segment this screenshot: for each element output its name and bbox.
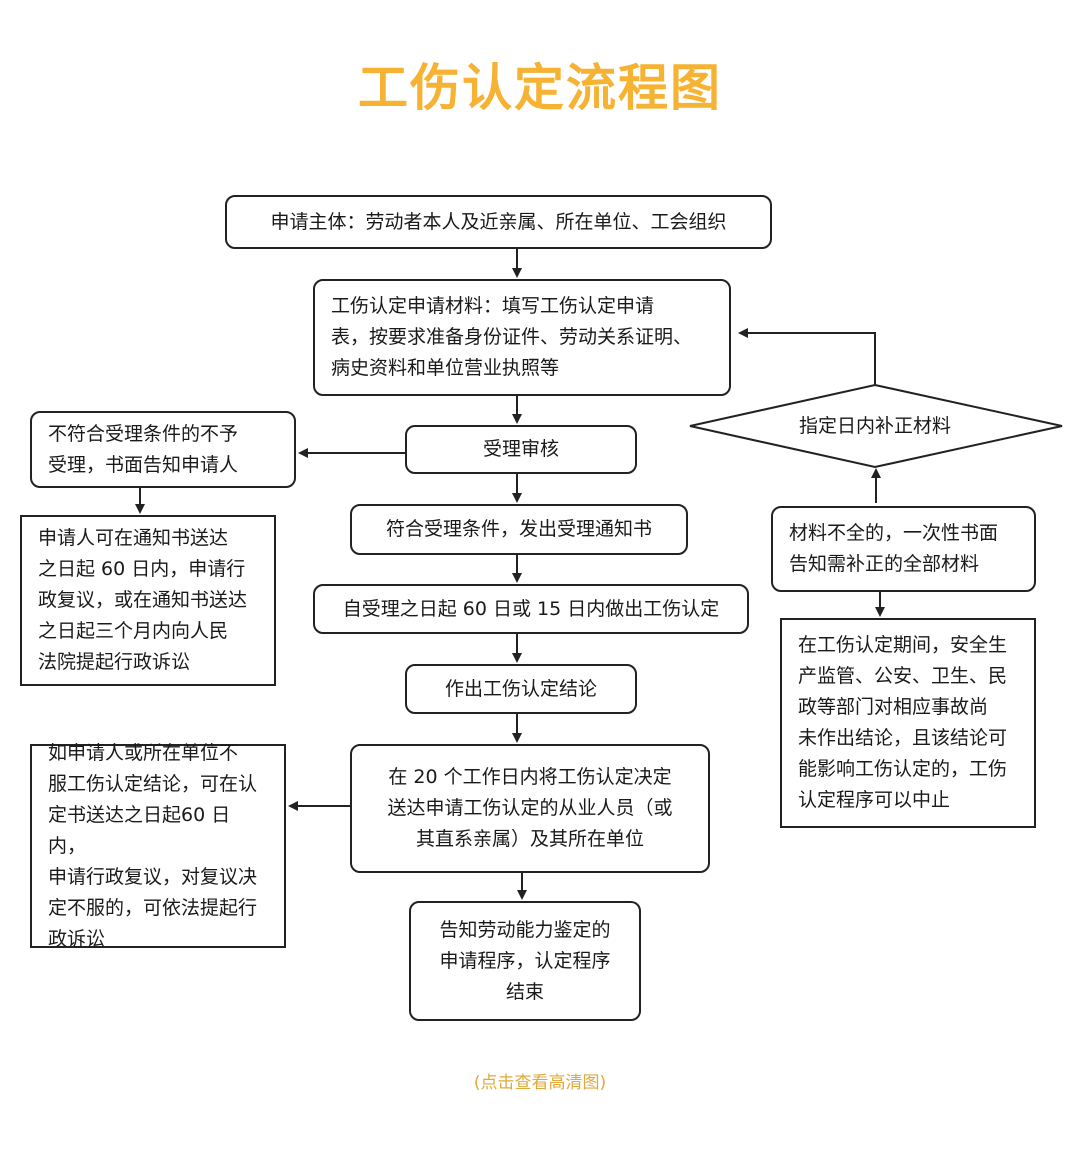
decision-time-text: 自受理之日起 60 日或 15 日内做出工伤认定 [342, 597, 720, 620]
materials-box: 工伤认定申请材料：填写工伤认定申请 表，按要求准备身份证件、劳动关系证明、 病史… [313, 279, 731, 396]
notify-ability-box: 告知劳动能力鉴定的 申请程序，认定程序 结束 [409, 901, 641, 1021]
appeal-conclusion-text: 如申请人或所在单位不 服工伤认定结论，可在认 定书送达之日起60 日内， 申请行… [48, 741, 258, 950]
notify-ability-text: 告知劳动能力鉴定的 申请程序，认定程序 结束 [439, 918, 611, 1003]
supplement-deadline-label: 指定日内补正材料 [798, 415, 951, 437]
reject-text: 不符合受理条件的不予 受理，书面告知申请人 [48, 422, 239, 476]
applicant-text: 申请主体：劳动者本人及近亲属、所在单位、工会组织 [270, 210, 727, 233]
arrow-diamond-materials [738, 328, 876, 385]
conclusion-box: 作出工伤认定结论 [405, 664, 637, 714]
incomplete-box: 材料不全的，一次性书面 告知需补正的全部材料 [771, 506, 1036, 592]
page-title: 工伤认定流程图 [358, 59, 722, 117]
appeal-reject-text: 申请人可在通知书送达 之日起 60 日内，申请行 政复议，或在通知书送达 之日起… [38, 527, 248, 673]
deliver-text: 在 20 个工作日内将工伤认定决定 送达申请工伤认定的从业人员（或 其直系亲属）… [387, 766, 673, 850]
accept-text: 符合受理条件，发出受理通知书 [385, 518, 652, 540]
conclusion-text: 作出工伤认定结论 [444, 677, 597, 700]
appeal-conclusion-box: 如申请人或所在单位不 服工伤认定结论，可在认 定书送达之日起60 日内， 申请行… [30, 742, 286, 950]
reject-box: 不符合受理条件的不予 受理，书面告知申请人 [30, 411, 296, 488]
accept-box: 符合受理条件，发出受理通知书 [350, 504, 688, 555]
applicant-box: 申请主体：劳动者本人及近亲属、所在单位、工会组织 [225, 195, 772, 249]
suspend-box: 在工伤认定期间，安全生 产监管、公安、卫生、民 政等部门对相应事故尚 未作出结论… [780, 618, 1036, 828]
review-box: 受理审核 [405, 425, 637, 474]
suspend-text: 在工伤认定期间，安全生 产监管、公安、卫生、民 政等部门对相应事故尚 未作出结论… [798, 634, 1008, 811]
incomplete-text: 材料不全的，一次性书面 告知需补正的全部材料 [789, 522, 999, 575]
deliver-box: 在 20 个工作日内将工伤认定决定 送达申请工伤认定的从业人员（或 其直系亲属）… [350, 744, 710, 873]
view-hd-link[interactable]: (点击查看高清图) [473, 1073, 607, 1093]
materials-text: 工伤认定申请材料：填写工伤认定申请 表，按要求准备身份证件、劳动关系证明、 病史… [331, 295, 693, 379]
appeal-reject-box: 申请人可在通知书送达 之日起 60 日内，申请行 政复议，或在通知书送达 之日起… [20, 515, 276, 686]
review-text: 受理审核 [482, 438, 559, 460]
decision-time-box: 自受理之日起 60 日或 15 日内做出工伤认定 [313, 584, 749, 634]
